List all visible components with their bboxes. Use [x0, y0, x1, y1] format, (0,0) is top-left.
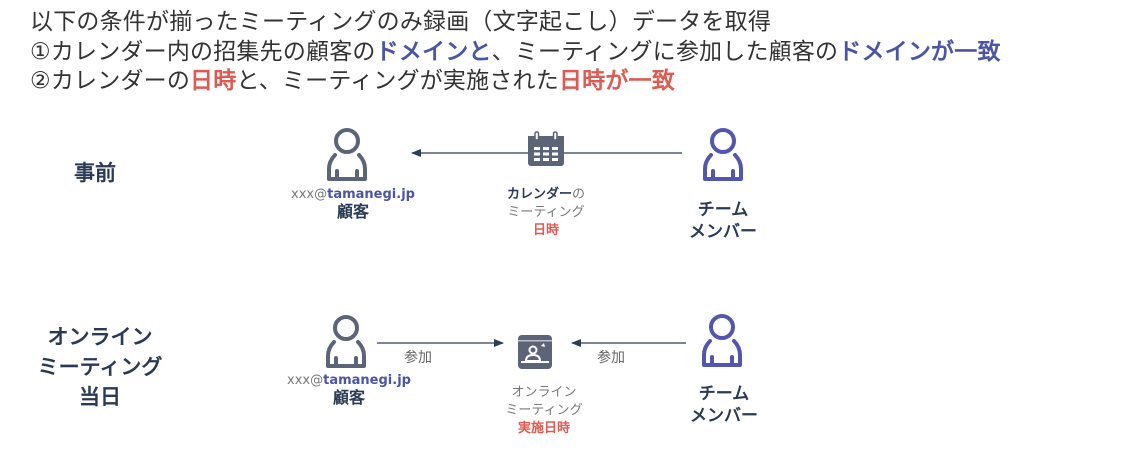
- condition-1-prefix: ①カレンダー内の招集先の顧客の: [30, 38, 376, 65]
- customer-join-label: 参加: [404, 350, 432, 366]
- customer-caption-day-of: xxx@tamanegi.jp 顧客: [266, 373, 432, 408]
- team-label-line-2: メンバー: [690, 406, 758, 426]
- team-member-person-icon: [703, 128, 743, 181]
- section-before-label: 事前: [74, 161, 116, 185]
- calendar-caption-line-2: ミーティング: [507, 205, 585, 220]
- condition-2-middle: と、ミーティングが実施された: [236, 68, 559, 94]
- customer-person-icon: [326, 315, 366, 368]
- customer-email: xxx@tamanegi.jp: [266, 373, 432, 388]
- calendar-particle: の: [572, 187, 586, 202]
- online-meeting-caption-line-1: オンライン: [511, 385, 577, 400]
- customer-person-icon: [327, 128, 367, 181]
- customer-email: xxx@tamanegi.jp: [270, 187, 436, 202]
- email-domain: tamanegi.jp: [327, 187, 415, 202]
- condition-1-middle: 、ミーティングに参加した顧客の: [491, 38, 839, 65]
- day-of-label-line-1: オンライン: [47, 325, 153, 349]
- calendar-caption-line-1: カレンダーの: [486, 186, 606, 204]
- email-user: xxx@: [287, 373, 324, 388]
- condition-1-domain-match: ドメインが一致: [838, 38, 1001, 65]
- team-member-person-icon: [702, 314, 742, 367]
- customer-label: 顧客: [336, 202, 369, 221]
- condition-2-datetime-match: 日時が一致: [558, 68, 675, 94]
- team-member-caption-day-of: チーム メンバー: [674, 383, 774, 427]
- team-join-label: 参加: [597, 350, 625, 366]
- email-domain: tamanegi.jp: [323, 373, 411, 388]
- calendar-word: カレンダー: [506, 187, 572, 202]
- condition-2-prefix: ②カレンダーの: [30, 68, 191, 94]
- section-day-of-label: オンライン ミーティング 当日: [20, 322, 180, 412]
- headline-line-2: ①カレンダー内の招集先の顧客のドメインと、ミーティングに参加した顧客のドメインが…: [30, 38, 1001, 68]
- headline: 以下の条件が揃ったミーティングのみ録画（文字起こし）データを取得 ①カレンダー内…: [30, 8, 1001, 97]
- team-label-line-1: チーム: [698, 384, 750, 404]
- online-meeting-caption-line-2: ミーティング: [505, 403, 583, 418]
- day-of-label-line-2: ミーティング: [37, 355, 163, 379]
- online-meeting-icon: [518, 335, 552, 369]
- calendar-caption-datetime: 日時: [532, 223, 559, 238]
- headline-line-3: ②カレンダーの日時と、ミーティングが実施された日時が一致: [30, 67, 1001, 97]
- team-label-line-1: チーム: [697, 200, 749, 220]
- day-of-label-line-3: 当日: [79, 385, 121, 409]
- headline-line-1: 以下の条件が揃ったミーティングのみ録画（文字起こし）データを取得: [30, 9, 772, 35]
- online-meeting-caption-datetime: 実施日時: [517, 421, 570, 436]
- team-member-caption-before: チーム メンバー: [673, 199, 773, 243]
- online-meeting-caption: オンライン ミーティング 実施日時: [484, 384, 604, 438]
- condition-2-datetime-emph: 日時: [190, 68, 237, 94]
- condition-1-domain-emph: ドメインと: [375, 38, 492, 65]
- customer-label: 顧客: [332, 388, 365, 407]
- calendar-icon: [528, 131, 564, 166]
- calendar-caption: カレンダーの ミーティング 日時: [486, 186, 606, 240]
- team-label-line-2: メンバー: [689, 222, 757, 242]
- email-user: xxx@: [291, 187, 328, 202]
- customer-caption-before: xxx@tamanegi.jp 顧客: [270, 187, 436, 222]
